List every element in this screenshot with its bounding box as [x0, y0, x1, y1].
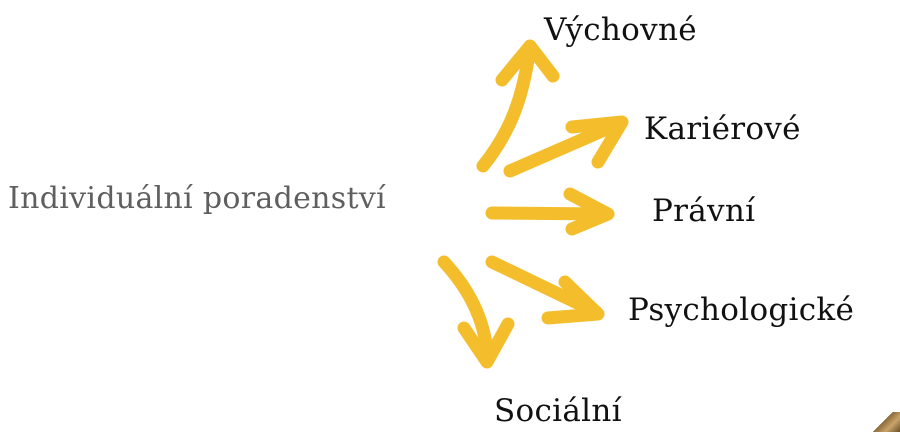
- arrow-to-socialni: [437, 255, 515, 369]
- arrow-to-psychologicke: [485, 255, 605, 325]
- target-label-karierove: Kariérové: [644, 111, 801, 147]
- arrow-to-vychovne: [476, 39, 560, 173]
- corner-photo-fragment: [870, 412, 900, 432]
- arrow-to-karierove: [503, 115, 629, 178]
- target-label-vychovne: Výchovné: [544, 12, 697, 48]
- arrow-to-pravni: [485, 187, 615, 236]
- target-label-pravni: Právní: [652, 193, 756, 229]
- target-label-socialni: Sociální: [494, 393, 622, 429]
- source-label: Individuální poradenství: [8, 181, 386, 216]
- target-label-psychologicke: Psychologické: [628, 292, 855, 328]
